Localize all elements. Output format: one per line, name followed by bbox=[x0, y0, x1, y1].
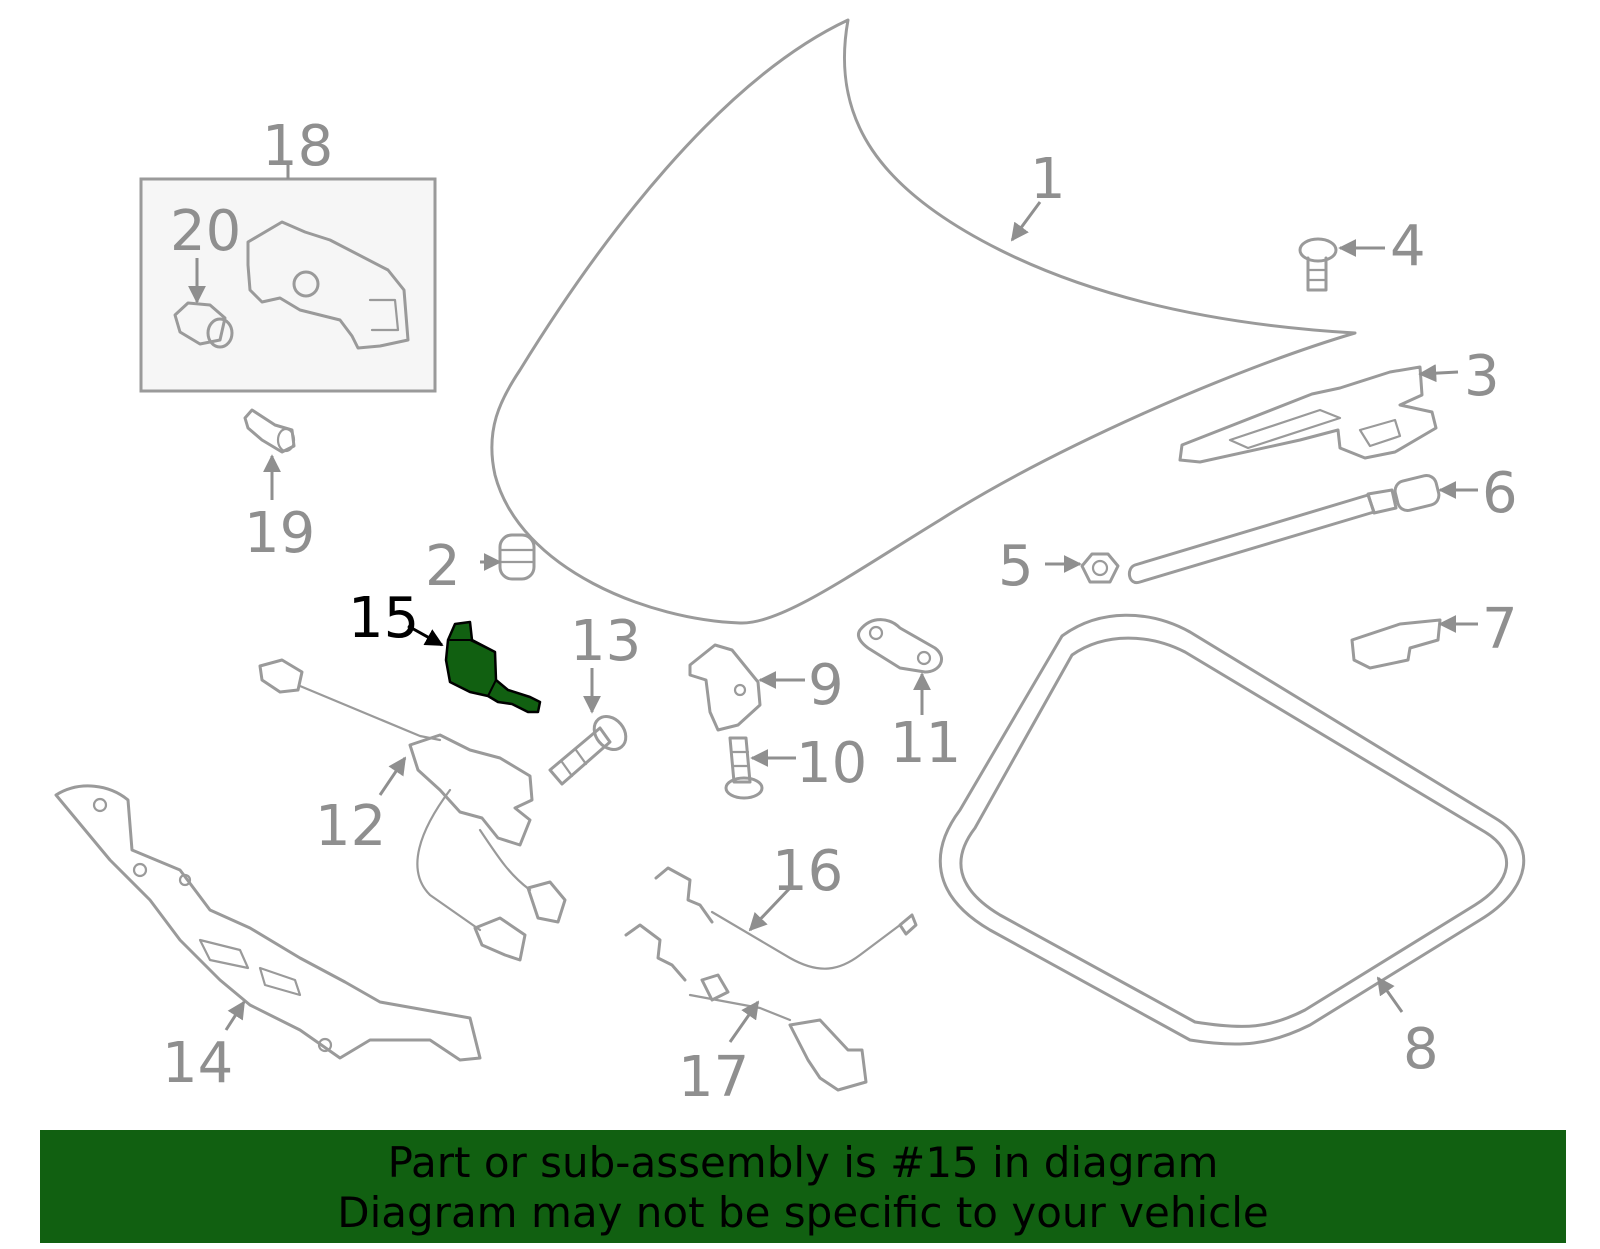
part-6-strut[interactable] bbox=[1127, 473, 1441, 585]
part-9-bracket[interactable] bbox=[688, 643, 762, 732]
callout-7: 7 bbox=[1482, 597, 1518, 662]
callout-10: 10 bbox=[796, 731, 867, 796]
callouts: 1 2 3 4 5 6 7 8 9 10 11 12 13 14 15 16 1… bbox=[162, 114, 1518, 1110]
part-12-latch[interactable] bbox=[258, 658, 567, 962]
part-14-support[interactable] bbox=[54, 784, 482, 1062]
part-7-clip[interactable] bbox=[1350, 618, 1442, 670]
callout-3: 3 bbox=[1464, 344, 1500, 409]
callout-17: 17 bbox=[678, 1045, 749, 1110]
callout-4: 4 bbox=[1390, 214, 1426, 279]
callout-8: 8 bbox=[1403, 1017, 1439, 1082]
callout-9: 9 bbox=[808, 653, 844, 718]
part-1-hood[interactable] bbox=[490, 18, 1357, 625]
callout-11: 11 bbox=[890, 711, 961, 776]
part-15-switch[interactable] bbox=[444, 620, 542, 714]
part-10-bolt[interactable] bbox=[724, 736, 764, 800]
banner-line-2: Diagram may not be specific to your vehi… bbox=[337, 1188, 1269, 1237]
part-18-box[interactable] bbox=[139, 177, 437, 393]
part-3-striker[interactable] bbox=[1178, 365, 1438, 464]
callout-12: 12 bbox=[315, 794, 386, 859]
callout-14: 14 bbox=[162, 1031, 233, 1096]
callout-1: 1 bbox=[1030, 147, 1066, 212]
part-8-seal[interactable] bbox=[938, 613, 1526, 1046]
info-banner: Part or sub-assembly is #15 in diagram D… bbox=[40, 1130, 1566, 1243]
part-13-bolt[interactable] bbox=[548, 710, 632, 786]
part-19-bushing[interactable] bbox=[243, 408, 296, 454]
callout-20: 20 bbox=[170, 199, 241, 264]
part-11-plate[interactable] bbox=[856, 618, 943, 674]
part-2-bumper[interactable] bbox=[498, 533, 536, 581]
callout-16: 16 bbox=[772, 839, 843, 904]
part-17-harness[interactable] bbox=[624, 923, 868, 1092]
callout-18: 18 bbox=[262, 114, 333, 179]
callout-2: 2 bbox=[425, 534, 461, 599]
callout-5: 5 bbox=[998, 534, 1034, 599]
part-5-nut[interactable] bbox=[1080, 552, 1120, 584]
callout-13: 13 bbox=[570, 609, 641, 674]
callout-19: 19 bbox=[244, 501, 315, 566]
leader-lines bbox=[188, 165, 1478, 1043]
callout-6: 6 bbox=[1482, 461, 1518, 526]
callout-15: 15 bbox=[348, 586, 419, 651]
part-4-screw[interactable] bbox=[1298, 237, 1338, 292]
banner-line-1: Part or sub-assembly is #15 in diagram bbox=[387, 1138, 1219, 1187]
part-16-cable[interactable] bbox=[654, 866, 918, 970]
